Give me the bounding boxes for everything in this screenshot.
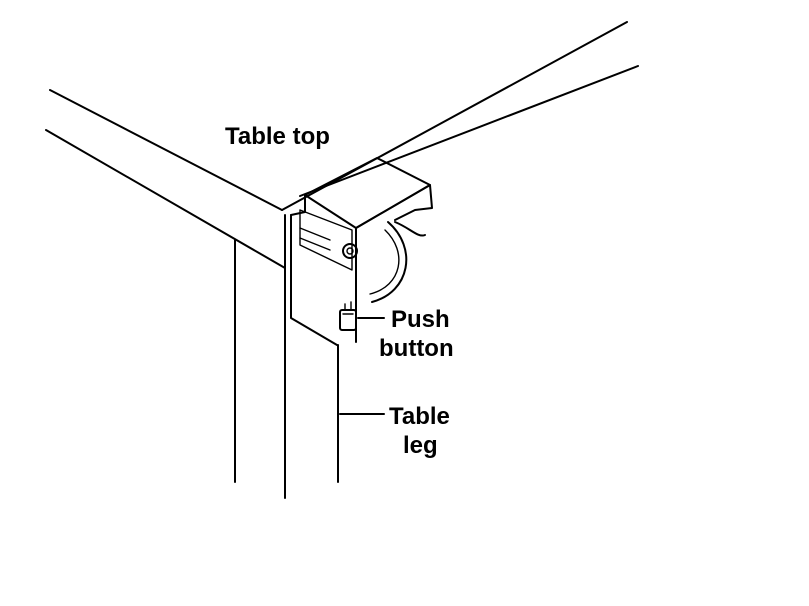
table-top-left-rail [45, 89, 286, 269]
label-table-top: Table top [225, 123, 330, 150]
push-button-part [339, 301, 357, 331]
label-table-leg-line1: Table [389, 403, 450, 430]
folding-leg-bracket [290, 157, 433, 346]
label-table-leg-line2: leg [403, 432, 438, 459]
table-top-right-rail [281, 21, 639, 211]
label-push-button-line2: button [379, 335, 454, 362]
table-leg-part [234, 239, 339, 499]
label-push-button-line1: Push [391, 306, 450, 333]
